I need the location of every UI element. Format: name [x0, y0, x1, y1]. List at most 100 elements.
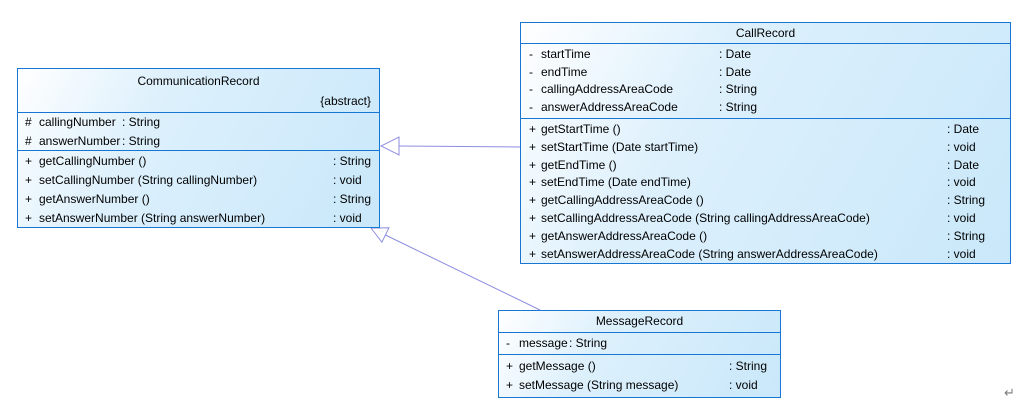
- operation-row: + getCallingAddressAreaCode () : String: [521, 192, 1010, 210]
- visibility-marker: +: [529, 193, 537, 208]
- operation-return-type: : Date: [947, 157, 980, 172]
- visibility-marker: +: [529, 122, 537, 136]
- operation-row: + setEndTime (Date endTime) : void: [521, 174, 1010, 192]
- class-box-messagerecord[interactable]: MessageRecord - message : String + getMe…: [498, 310, 781, 398]
- operations-compartment: + getMessage () : String + setMessage (S…: [499, 354, 780, 394]
- visibility-marker: +: [25, 211, 33, 225]
- attribute-name: endTime: [541, 64, 588, 79]
- operation-return-type: : String: [947, 193, 986, 208]
- attribute-row: - startTime : Date: [521, 46, 1010, 64]
- visibility-marker: +: [25, 192, 33, 206]
- attribute-row: - callingAddressAreaCode : String: [521, 81, 1010, 99]
- operation-signature: getAnswerNumber (): [39, 192, 150, 206]
- operation-return-type: : String: [729, 359, 768, 373]
- operation-signature: getStartTime (): [541, 122, 621, 136]
- attribute-type: : String: [719, 99, 758, 114]
- attributes-compartment: # callingNumber : String # answerNumber …: [18, 112, 379, 150]
- operation-row: + setMessage (String message) : void: [499, 376, 780, 395]
- operation-row: + getMessage () : String: [499, 357, 780, 376]
- operation-signature: getAnswerAddressAreaCode (): [541, 228, 708, 243]
- visibility-marker: -: [529, 99, 533, 114]
- operation-return-type: : String: [333, 192, 372, 206]
- class-title: CallRecord: [735, 26, 796, 40]
- attribute-type: : Date: [719, 64, 752, 79]
- operation-return-type: : void: [947, 175, 976, 190]
- operation-row: + getAnswerNumber () : String: [18, 190, 379, 209]
- attribute-row: - message : String: [499, 333, 780, 354]
- visibility-marker: +: [529, 246, 537, 261]
- class-header: CallRecord: [521, 23, 1010, 43]
- generalization-messagerecord-to-communicationrecord[interactable]: [369, 227, 541, 311]
- attribute-type: : String: [719, 82, 758, 96]
- operations-compartment: + getStartTime () : Date + setStartTime …: [521, 118, 1010, 263]
- visibility-marker: +: [25, 154, 33, 168]
- operation-return-type: : String: [947, 228, 986, 243]
- visibility-marker: -: [506, 336, 510, 350]
- operation-signature: setAnswerAddressAreaCode (String answerA…: [541, 246, 878, 261]
- visibility-marker: #: [25, 134, 32, 148]
- attribute-type: : Date: [719, 47, 752, 61]
- class-header: MessageRecord: [499, 311, 780, 332]
- operation-signature: setMessage (String message): [519, 377, 679, 392]
- operation-return-type: : void: [947, 210, 976, 225]
- generalization-triangle-icon: [369, 227, 390, 244]
- attributes-compartment: - startTime : Date - endTime : Date - ca…: [521, 43, 1010, 118]
- operation-return-type: : String: [333, 154, 372, 168]
- operation-return-type: : void: [947, 246, 976, 261]
- operation-signature: getCallingAddressAreaCode (): [541, 193, 704, 208]
- attribute-row: # answerNumber : String: [18, 132, 379, 150]
- operation-row: + setStartTime (Date startTime) : void: [521, 139, 1010, 157]
- visibility-marker: +: [529, 228, 537, 243]
- operation-return-type: : Date: [947, 122, 980, 136]
- attribute-name: startTime: [541, 47, 591, 61]
- visibility-marker: +: [25, 173, 33, 187]
- attribute-name: answerNumber: [39, 134, 121, 148]
- operation-return-type: : void: [729, 377, 758, 392]
- operation-signature: setCallingNumber (String callingNumber): [39, 173, 258, 187]
- operation-return-type: : void: [947, 139, 976, 154]
- generalization-triangle-icon: [379, 136, 400, 156]
- operation-row: + setAnswerNumber (String answerNumber) …: [18, 209, 379, 228]
- operation-signature: setCallingAddressAreaCode (String callin…: [541, 210, 870, 225]
- operation-signature: getEndTime (): [541, 157, 617, 172]
- class-title: MessageRecord: [595, 314, 684, 328]
- attribute-type: : String: [122, 115, 161, 129]
- attribute-name: message: [519, 336, 568, 350]
- paragraph-return-mark: ↵: [1004, 386, 1015, 401]
- visibility-marker: +: [529, 139, 537, 154]
- operation-signature: getMessage (): [519, 359, 596, 373]
- visibility-marker: -: [529, 82, 533, 96]
- attribute-type: : String: [569, 336, 608, 350]
- operation-row: + getCallingNumber () : String: [18, 152, 379, 171]
- operation-signature: setAnswerNumber (String answerNumber): [39, 211, 266, 225]
- visibility-marker: -: [529, 64, 533, 79]
- attribute-name: callingAddressAreaCode: [541, 82, 674, 96]
- operation-row: + setCallingNumber (String callingNumber…: [18, 171, 379, 190]
- visibility-marker: +: [506, 359, 514, 373]
- operations-compartment: + getCallingNumber () : String + setCall…: [18, 150, 379, 228]
- operation-row: + getAnswerAddressAreaCode () : String: [521, 228, 1010, 246]
- class-header: CommunicationRecord {abstract}: [18, 69, 379, 112]
- operation-row: + setCallingAddressAreaCode (String call…: [521, 210, 1010, 228]
- operation-return-type: : void: [333, 211, 362, 225]
- operation-signature: setStartTime (Date startTime): [541, 139, 699, 154]
- visibility-marker: +: [506, 377, 514, 392]
- attribute-type: : String: [122, 134, 161, 148]
- attributes-compartment: - message : String: [499, 332, 780, 354]
- operation-return-type: : void: [333, 173, 362, 187]
- visibility-marker: +: [529, 157, 537, 172]
- class-box-callrecord[interactable]: CallRecord - startTime : Date - endTime …: [520, 22, 1011, 264]
- attribute-row: - answerAddressAreaCode : String: [521, 99, 1010, 117]
- operation-signature: setEndTime (Date endTime): [541, 175, 691, 190]
- class-title: CommunicationRecord: [137, 74, 260, 88]
- abstract-stereotype: {abstract}: [320, 94, 371, 108]
- class-box-communicationrecord[interactable]: CommunicationRecord {abstract} # calling…: [17, 68, 380, 228]
- visibility-marker: -: [529, 47, 533, 61]
- operation-row: + setAnswerAddressAreaCode (String answe…: [521, 246, 1010, 264]
- operation-signature: getCallingNumber (): [39, 154, 147, 168]
- generalization-callrecord-to-communicationrecord[interactable]: [379, 136, 521, 156]
- visibility-marker: +: [529, 175, 537, 190]
- attribute-row: # callingNumber : String: [18, 113, 379, 132]
- visibility-marker: #: [25, 115, 32, 129]
